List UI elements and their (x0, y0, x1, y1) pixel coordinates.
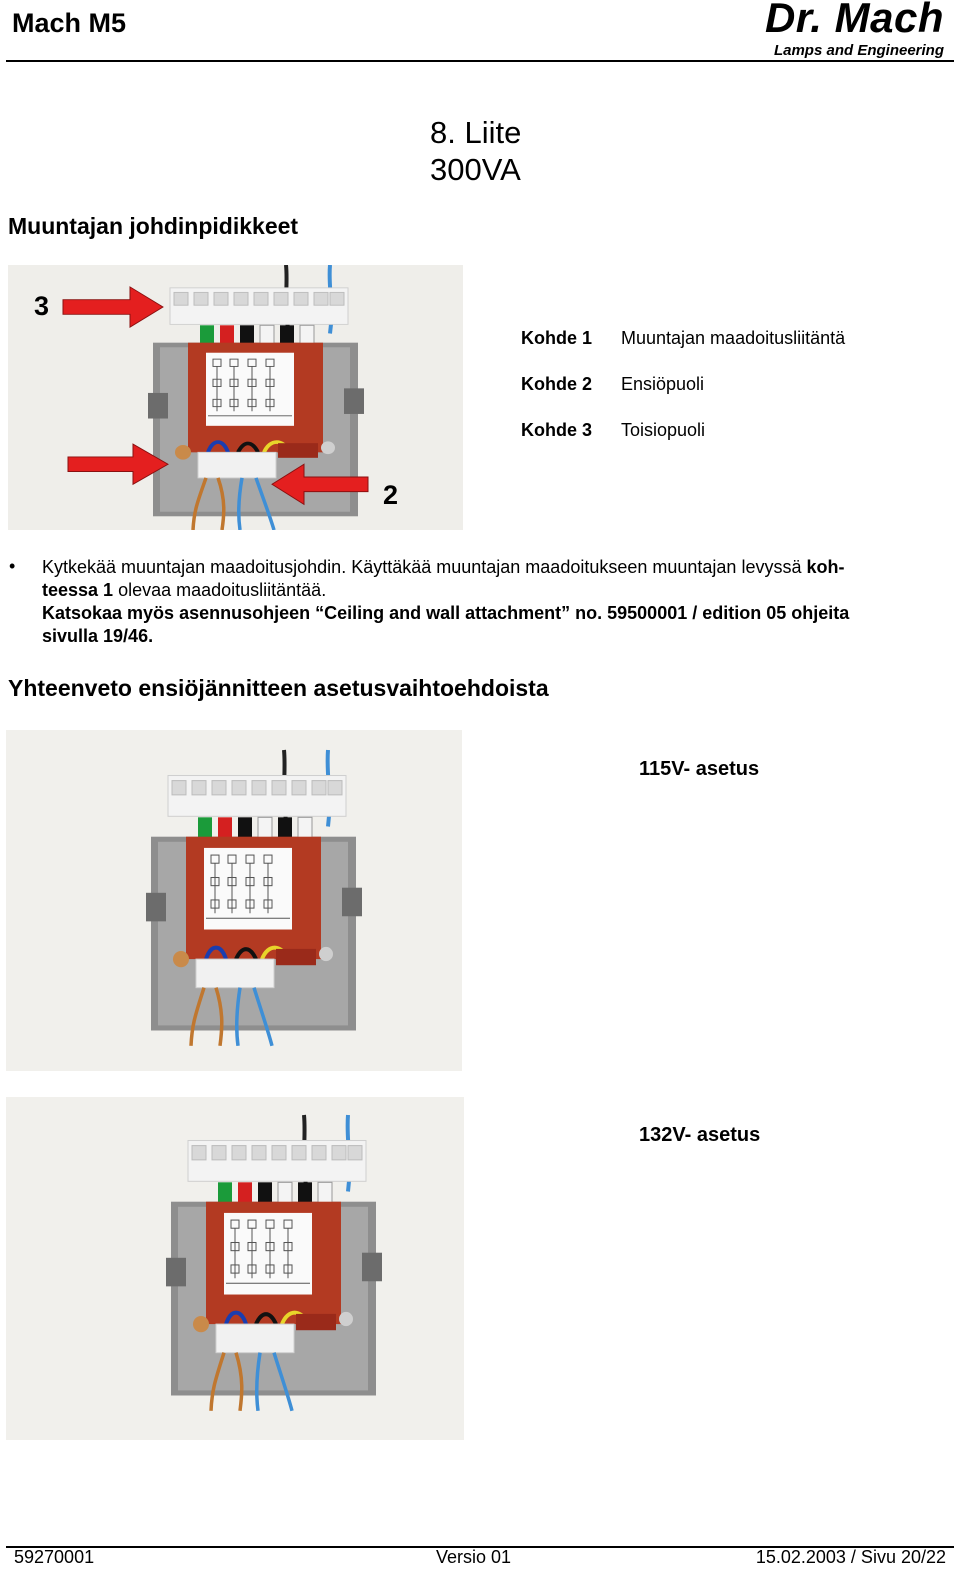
footer-date-page: 15.02.2003 / Sivu 20/22 (755, 1547, 946, 1567)
footer-doc-number: 59270001 (14, 1547, 95, 1567)
reference-note-cont: sivulla 19/46. (42, 626, 154, 646)
legend-value-3: Toisiopuoli (621, 420, 706, 440)
instruction-text: Kytkekää muuntajan maadoitusjohdin. Käyt… (42, 557, 807, 577)
callout-number-3: 3 (34, 291, 50, 321)
footer-version: Versio 01 (436, 1547, 512, 1567)
footer-divider (6, 1546, 954, 1548)
brand-logo: Dr. Mach (764, 0, 944, 41)
setting-label-132v: 132V- asetus (639, 1124, 761, 1146)
reference-note: Katsokaa myös asennusohjeen “Ceiling and… (42, 603, 850, 623)
summary-heading: Yhteenveto ensiöjännitteen asetusvaihtoe… (8, 675, 549, 701)
subheading: Muuntajan johdinpidikkeet (8, 213, 299, 239)
header-divider (6, 60, 954, 62)
instruction-paragraph: Kytkekää muuntajan maadoitusjohdin. Käyt… (42, 556, 950, 648)
section-title-line1: 8. Liite (430, 115, 522, 150)
instruction-bold-1: koh- (806, 557, 845, 577)
legend-value-2: Ensiöpuoli (621, 374, 705, 394)
legend-key-3: Kohde 3 (521, 420, 593, 440)
instruction-bold-2: teessa 1 (42, 580, 114, 600)
legend-key-1: Kohde 1 (521, 328, 593, 348)
legend-key-2: Kohde 2 (521, 374, 593, 394)
section-title-line2: 300VA (430, 152, 521, 187)
transformer-photo-terminals (8, 265, 463, 530)
brand-tagline: Lamps and Engineering (773, 42, 944, 59)
header-product: Mach M5 (12, 8, 127, 38)
transformer-photo-115v (6, 730, 462, 1071)
section-title: 8. Liite 300VA (430, 114, 521, 188)
callout-number-2: 2 (383, 480, 399, 510)
transformer-photo-132v (6, 1097, 464, 1440)
bullet-icon: • (9, 556, 16, 576)
instruction-text-2: olevaa maadoitusliitäntää. (113, 580, 327, 600)
legend-value-1: Muuntajan maadoitusliitäntä (621, 328, 846, 348)
setting-label-115v: 115V- asetus (639, 758, 760, 780)
